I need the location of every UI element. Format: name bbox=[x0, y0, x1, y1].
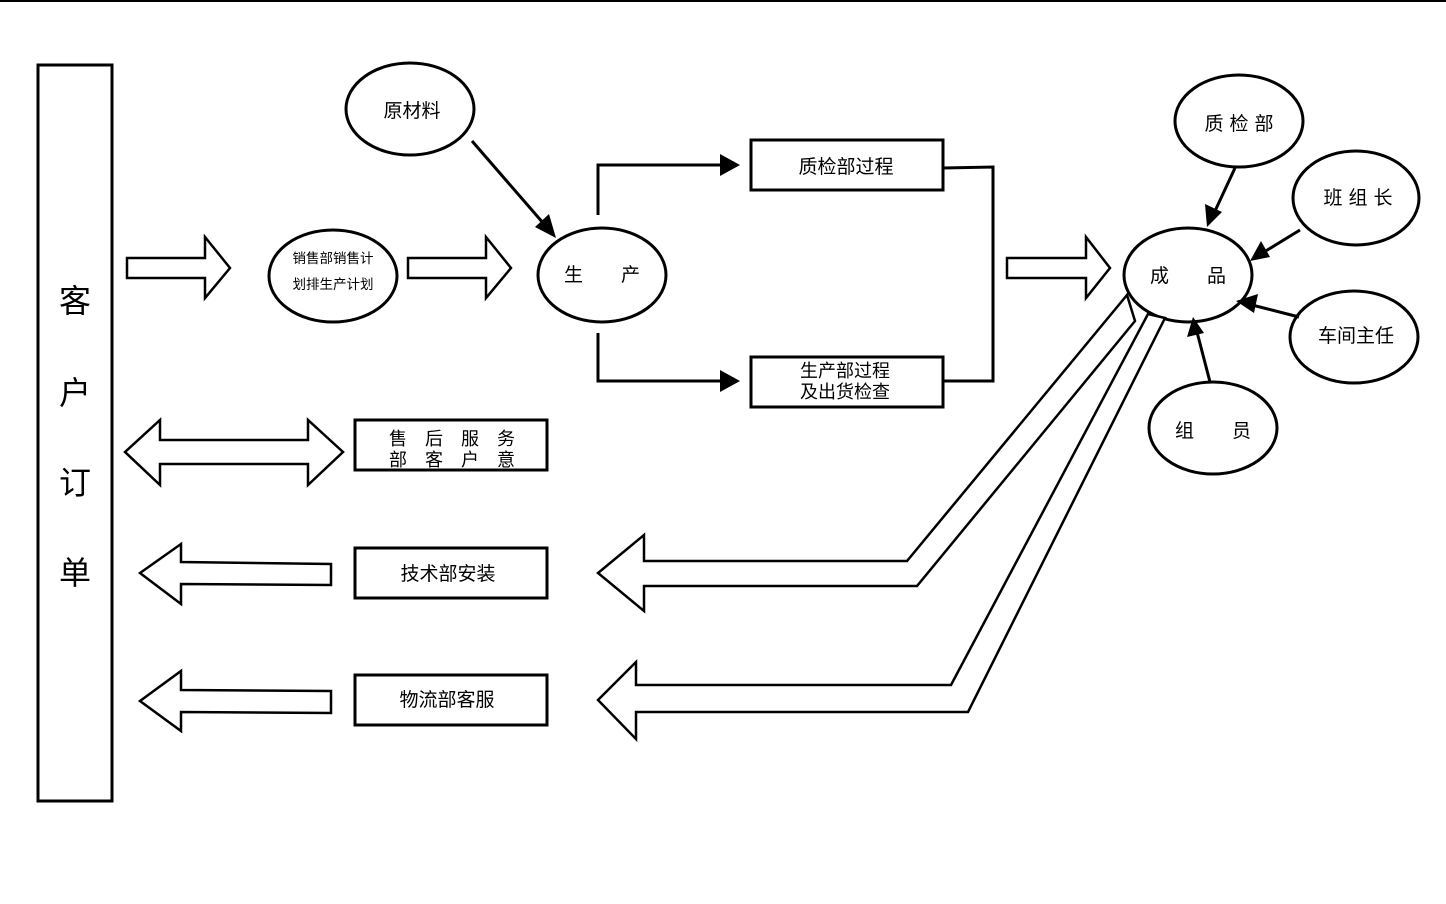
customer-order-char-1: 客 bbox=[59, 282, 91, 320]
workshop-director-node bbox=[1288, 289, 1420, 385]
raw-material-node bbox=[344, 61, 476, 157]
member-label: 组 员 bbox=[1175, 420, 1251, 442]
prod-process-box bbox=[749, 355, 945, 409]
arrow-head-to-prod-process bbox=[720, 370, 740, 392]
arrow-member-line bbox=[1195, 331, 1212, 383]
arrow-finished-to-logistics bbox=[596, 312, 1167, 743]
arrow-raw-to-production-head bbox=[535, 214, 556, 238]
arrow-workshop-director-head bbox=[1236, 294, 1258, 313]
connector-production-to-prod-process bbox=[596, 333, 722, 383]
team-leader-node bbox=[1291, 149, 1421, 247]
finished-product-node bbox=[1122, 226, 1254, 324]
arrow-qc-dept-line bbox=[1213, 167, 1237, 212]
qc-dept-label: 质 检 部 bbox=[1204, 113, 1273, 135]
workshop-director-label: 车间主任 bbox=[1318, 325, 1394, 347]
arrow-team-leader-line bbox=[1263, 228, 1301, 254]
arrow-qc-dept-head bbox=[1205, 204, 1222, 227]
after-sales-label-line1: 售 后 服 务 bbox=[389, 429, 515, 450]
arrow-workshop-director-line bbox=[1251, 303, 1300, 319]
qc-process-label: 质检部过程 bbox=[798, 156, 893, 178]
member-node bbox=[1147, 380, 1279, 476]
merge-bracket bbox=[942, 165, 995, 383]
customer-order-char-4: 单 bbox=[59, 554, 91, 592]
production-node bbox=[536, 226, 668, 324]
sales-plan-node bbox=[267, 228, 399, 324]
customer-order-box bbox=[36, 63, 114, 803]
raw-material-label: 原材料 bbox=[383, 100, 440, 122]
arrow-tech-to-customer bbox=[137, 541, 333, 607]
qc-dept-node bbox=[1173, 73, 1305, 169]
prod-process-label-line2: 及出货检查 bbox=[800, 382, 890, 403]
logistics-box bbox=[353, 673, 549, 727]
arrow-team-leader-head bbox=[1250, 241, 1270, 261]
double-arrow-after-sales bbox=[123, 417, 345, 488]
qc-process-box bbox=[749, 138, 945, 192]
arrow-to-finished-product bbox=[1005, 233, 1112, 302]
after-sales-box bbox=[353, 418, 549, 472]
arrow-member-head bbox=[1187, 317, 1204, 337]
prod-process-label-line1: 生产部过程 bbox=[800, 361, 890, 382]
arrow-head-to-qc-process bbox=[720, 154, 740, 176]
team-leader-label: 班 组 长 bbox=[1323, 187, 1392, 209]
customer-order-char-3: 订 bbox=[59, 464, 91, 502]
arrow-sales-to-production bbox=[406, 233, 513, 302]
sales-plan-label-line1: 销售部销售计 bbox=[293, 251, 374, 267]
tech-install-label: 技术部安装 bbox=[400, 563, 495, 585]
tech-install-box bbox=[353, 546, 549, 600]
connector-production-to-qc bbox=[596, 163, 722, 215]
production-label: 生 产 bbox=[564, 264, 640, 286]
arrow-raw-to-production-line bbox=[470, 140, 546, 225]
arrow-order-to-sales bbox=[125, 233, 232, 302]
arrow-logistics-to-customer bbox=[137, 668, 333, 734]
logistics-label: 物流部客服 bbox=[399, 689, 494, 711]
sales-plan-label-line2: 划排生产计划 bbox=[293, 277, 374, 293]
customer-order-char-2: 户 bbox=[59, 374, 91, 412]
after-sales-label-line2: 部 客 户 意 bbox=[389, 450, 515, 471]
arrow-finished-to-tech-install bbox=[596, 292, 1137, 614]
finished-product-label: 成 品 bbox=[1150, 265, 1226, 287]
